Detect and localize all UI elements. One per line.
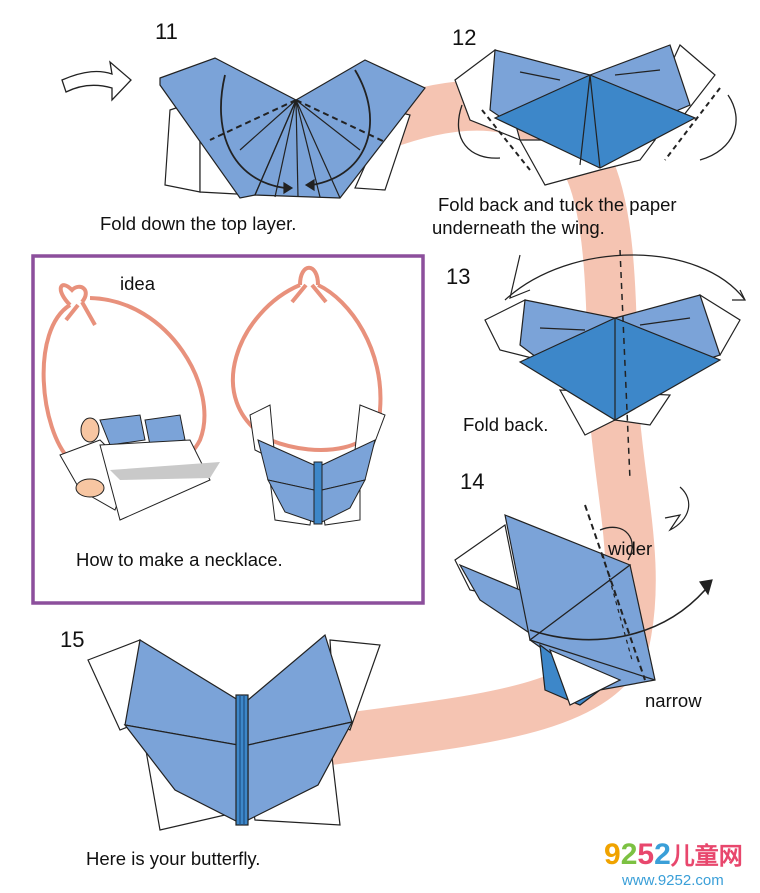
idea-box (31, 254, 425, 605)
step-13-figure (484, 249, 746, 481)
step-number-11: 11 (155, 19, 178, 44)
label-wider: wider (608, 538, 653, 559)
caption-done: Here is your butterfly. (86, 848, 261, 869)
start-arrow-icon (61, 60, 132, 102)
logo-digit: 5 (637, 838, 655, 871)
site-url: www.9252.com (622, 872, 724, 889)
idea-box-title: idea (120, 273, 155, 294)
step-number-12: 12 (452, 25, 477, 50)
logo-digit: 9 (604, 838, 621, 871)
logo-digit: 2 (620, 838, 638, 871)
site-logo: 9252儿童网 (604, 836, 743, 872)
logo-text: 儿童网 (670, 843, 743, 870)
necklace-example-left (59, 414, 220, 521)
necklace-string-right (230, 265, 383, 452)
step-12-figure (454, 44, 737, 186)
necklace-example-right (249, 404, 386, 526)
step-14-figure (454, 486, 713, 706)
label-narrow: narrow (645, 690, 702, 711)
caption-fold-back-tuck-line2: underneath the wing. (432, 217, 605, 238)
logo-digit: 2 (654, 838, 671, 871)
step-15-figure (87, 633, 381, 831)
caption-fold-down: Fold down the top layer. (100, 213, 297, 234)
step-number-15: 15 (60, 627, 85, 652)
idea-box-caption: How to make a necklace. (76, 549, 283, 570)
step-number-14: 14 (460, 469, 485, 494)
caption-fold-back-tuck-line1: Fold back and tuck the paper (438, 194, 677, 215)
step-11-figure (159, 57, 426, 199)
step-number-13: 13 (446, 264, 471, 289)
caption-fold-back: Fold back. (463, 414, 549, 435)
